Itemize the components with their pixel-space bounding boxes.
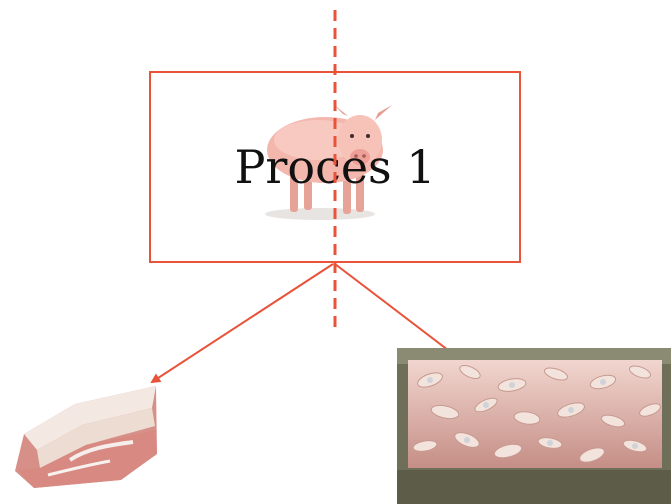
pig-image (265, 104, 392, 220)
arrow-to-pork-belly (150, 263, 334, 384)
bones-crate-image (397, 348, 671, 504)
process-label: Proces 1 (234, 140, 435, 194)
pork-belly-image (15, 386, 157, 488)
